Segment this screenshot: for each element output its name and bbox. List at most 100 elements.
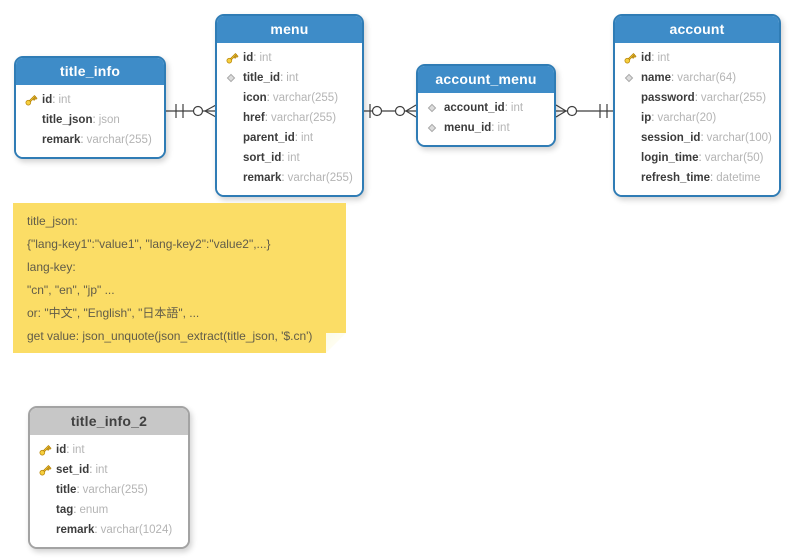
column-row[interactable]: menu_id:int bbox=[418, 118, 554, 138]
column-name: menu_id bbox=[444, 122, 492, 134]
column-type: enum bbox=[79, 504, 109, 516]
column-row[interactable]: id:int bbox=[217, 48, 362, 68]
table-title_info_2[interactable]: title_info_2 id:int set_id:int title:var… bbox=[28, 406, 190, 549]
separator: : bbox=[281, 172, 285, 184]
column-row[interactable]: remark:varchar(255) bbox=[217, 168, 362, 188]
column-name: login_time bbox=[641, 152, 699, 164]
column-type: varchar(255) bbox=[270, 112, 337, 124]
foreign-key-diamond-icon bbox=[426, 102, 444, 114]
column-name: href bbox=[243, 112, 265, 124]
column-name: refresh_time bbox=[641, 172, 711, 184]
column-type: int bbox=[95, 464, 108, 476]
column-row[interactable]: sort_id:int bbox=[217, 148, 362, 168]
separator: : bbox=[294, 132, 298, 144]
table-title[interactable]: title_info_2 bbox=[30, 408, 188, 435]
column-row[interactable]: tag:enum bbox=[30, 500, 188, 520]
table-title_info[interactable]: title_info id:int title_json:json remark… bbox=[14, 56, 166, 159]
column-type: varchar(1024) bbox=[100, 524, 173, 536]
separator: : bbox=[281, 152, 285, 164]
column-type: datetime bbox=[716, 172, 761, 184]
connector-menu-account_menu[interactable] bbox=[364, 104, 417, 118]
separator: : bbox=[92, 114, 96, 126]
column-type: int bbox=[497, 122, 510, 134]
separator: : bbox=[504, 102, 508, 114]
column-name: remark bbox=[42, 134, 81, 146]
connector-account_menu-account[interactable] bbox=[555, 104, 613, 118]
separator: : bbox=[73, 504, 77, 516]
separator: : bbox=[710, 172, 714, 184]
separator: : bbox=[694, 92, 698, 104]
foreign-key-diamond-icon bbox=[623, 72, 641, 84]
column-row[interactable]: account_id:int bbox=[418, 98, 554, 118]
table-body: account_id:int menu_id:int bbox=[418, 93, 554, 145]
separator: : bbox=[280, 72, 284, 84]
sticky-note[interactable]: title_json: {"lang-key1":"value1", "lang… bbox=[13, 203, 346, 353]
table-menu[interactable]: menu id:int title_id:int icon:varchar(25… bbox=[215, 14, 364, 197]
table-title[interactable]: account_menu bbox=[418, 66, 554, 93]
column-type: varchar(255) bbox=[82, 484, 148, 496]
foreign-key-diamond-icon bbox=[225, 72, 243, 84]
column-type: int bbox=[259, 52, 272, 64]
column-row[interactable]: session_id:varchar(100) bbox=[615, 128, 779, 148]
column-row[interactable]: id:int bbox=[615, 48, 779, 68]
connector-title_info-menu[interactable] bbox=[166, 104, 217, 118]
column-row[interactable]: parent_id:int bbox=[217, 128, 362, 148]
column-row[interactable]: id:int bbox=[16, 90, 164, 110]
column-row[interactable]: title:varchar(255) bbox=[30, 480, 188, 500]
column-type: int bbox=[657, 52, 670, 64]
column-type: varchar(255) bbox=[287, 172, 353, 184]
separator: : bbox=[66, 444, 70, 456]
column-name: remark bbox=[56, 524, 95, 536]
separator: : bbox=[89, 464, 93, 476]
table-account[interactable]: account id:int name:varchar(64) password… bbox=[613, 14, 781, 197]
column-row[interactable]: icon:varchar(255) bbox=[217, 88, 362, 108]
column-row[interactable]: set_id:int bbox=[30, 460, 188, 480]
separator: : bbox=[76, 484, 80, 496]
column-type: int bbox=[510, 102, 524, 114]
column-row[interactable]: name:varchar(64) bbox=[615, 68, 779, 88]
column-name: set_id bbox=[56, 464, 90, 476]
separator: : bbox=[253, 52, 257, 64]
table-title[interactable]: menu bbox=[217, 16, 362, 43]
column-type: int bbox=[300, 132, 314, 144]
separator: : bbox=[266, 92, 270, 104]
column-name: name bbox=[641, 72, 672, 84]
primary-key-icon bbox=[225, 51, 243, 65]
column-name: tag bbox=[56, 504, 74, 516]
column-row[interactable]: login_time:varchar(50) bbox=[615, 148, 779, 168]
note-line: title_json: bbox=[27, 214, 78, 228]
column-type: varchar(50) bbox=[704, 152, 764, 164]
column-row[interactable]: remark:varchar(1024) bbox=[30, 520, 188, 540]
primary-key-icon bbox=[38, 463, 56, 477]
column-row[interactable]: title_id:int bbox=[217, 68, 362, 88]
column-row[interactable]: title_json:json bbox=[16, 110, 164, 130]
note-line: get value: json_unquote(json_extract(tit… bbox=[27, 329, 313, 343]
column-name: sort_id bbox=[243, 152, 282, 164]
column-name: ip bbox=[641, 112, 652, 124]
separator: : bbox=[700, 132, 704, 144]
separator: : bbox=[94, 524, 98, 536]
column-name: title bbox=[56, 484, 77, 496]
column-row[interactable]: remark:varchar(255) bbox=[16, 130, 164, 150]
column-type: varchar(64) bbox=[677, 72, 737, 84]
table-title[interactable]: account bbox=[615, 16, 779, 43]
column-row[interactable]: ip:varchar(20) bbox=[615, 108, 779, 128]
column-name: id bbox=[56, 444, 67, 456]
column-type: int bbox=[286, 72, 299, 84]
separator: : bbox=[52, 94, 56, 106]
column-row[interactable]: href:varchar(255) bbox=[217, 108, 362, 128]
column-row[interactable]: refresh_time:datetime bbox=[615, 168, 779, 188]
column-name: id bbox=[641, 52, 652, 64]
column-row[interactable]: id:int bbox=[30, 440, 188, 460]
note-line: {"lang-key1":"value1", "lang-key2":"valu… bbox=[27, 237, 271, 251]
column-row[interactable]: password:varchar(255) bbox=[615, 88, 779, 108]
table-account_menu[interactable]: account_menu account_id:int menu_id:int bbox=[416, 64, 556, 147]
note-line: or: "中文", "English", "日本語", ... bbox=[27, 306, 200, 320]
column-name: id bbox=[42, 94, 53, 106]
column-name: icon bbox=[243, 92, 267, 104]
table-title[interactable]: title_info bbox=[16, 58, 164, 85]
primary-key-icon bbox=[24, 93, 42, 107]
separator: : bbox=[651, 112, 655, 124]
table-body: id:int title_json:json remark:varchar(25… bbox=[16, 85, 164, 157]
